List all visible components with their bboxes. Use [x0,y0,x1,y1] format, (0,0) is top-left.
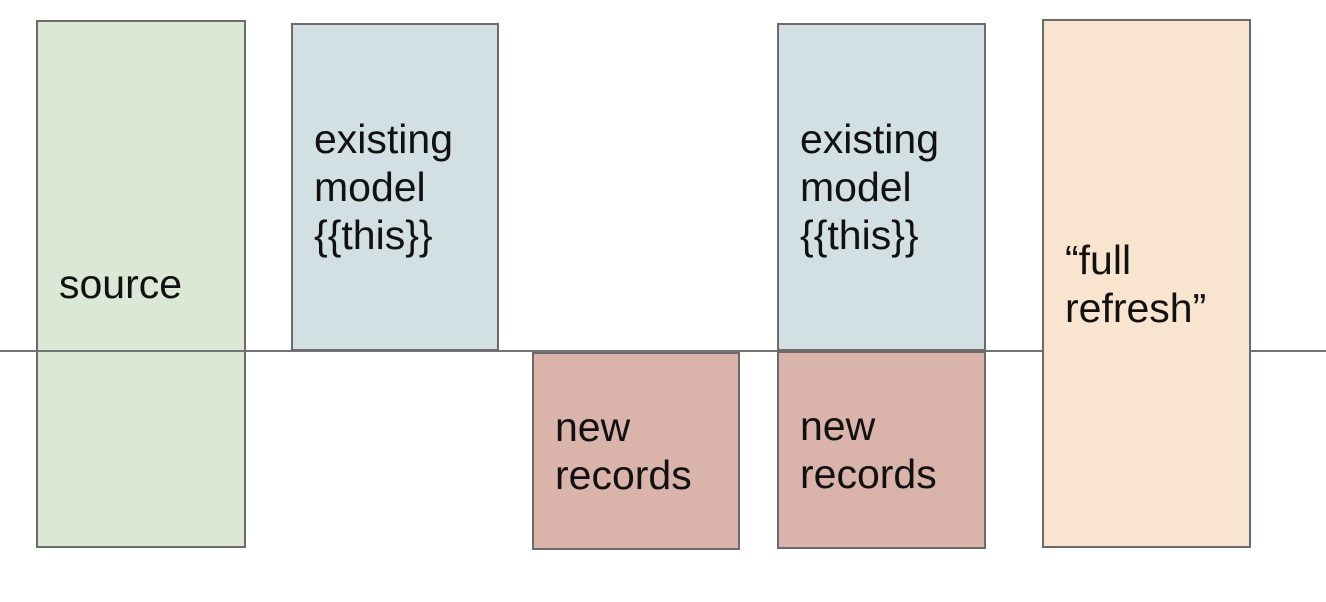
source-box-label: source [59,261,183,307]
full-refresh-box: “full refresh” [1042,19,1251,548]
new-records-box-1: new records [532,352,740,550]
new-records-box-2: new records [777,351,986,549]
existing-model-box-1-label: existing model {{this}} [314,116,454,258]
source-box: source [36,20,246,548]
existing-model-box-1: existing model {{this}} [291,23,499,351]
full-refresh-box-label: “full refresh” [1065,236,1207,331]
timeline-divider-line [0,350,1326,352]
new-records-box-2-label: new records [800,403,937,497]
existing-model-box-2-label: existing model {{this}} [800,116,940,258]
new-records-box-1-label: new records [555,404,692,498]
existing-model-box-2: existing model {{this}} [777,23,986,351]
